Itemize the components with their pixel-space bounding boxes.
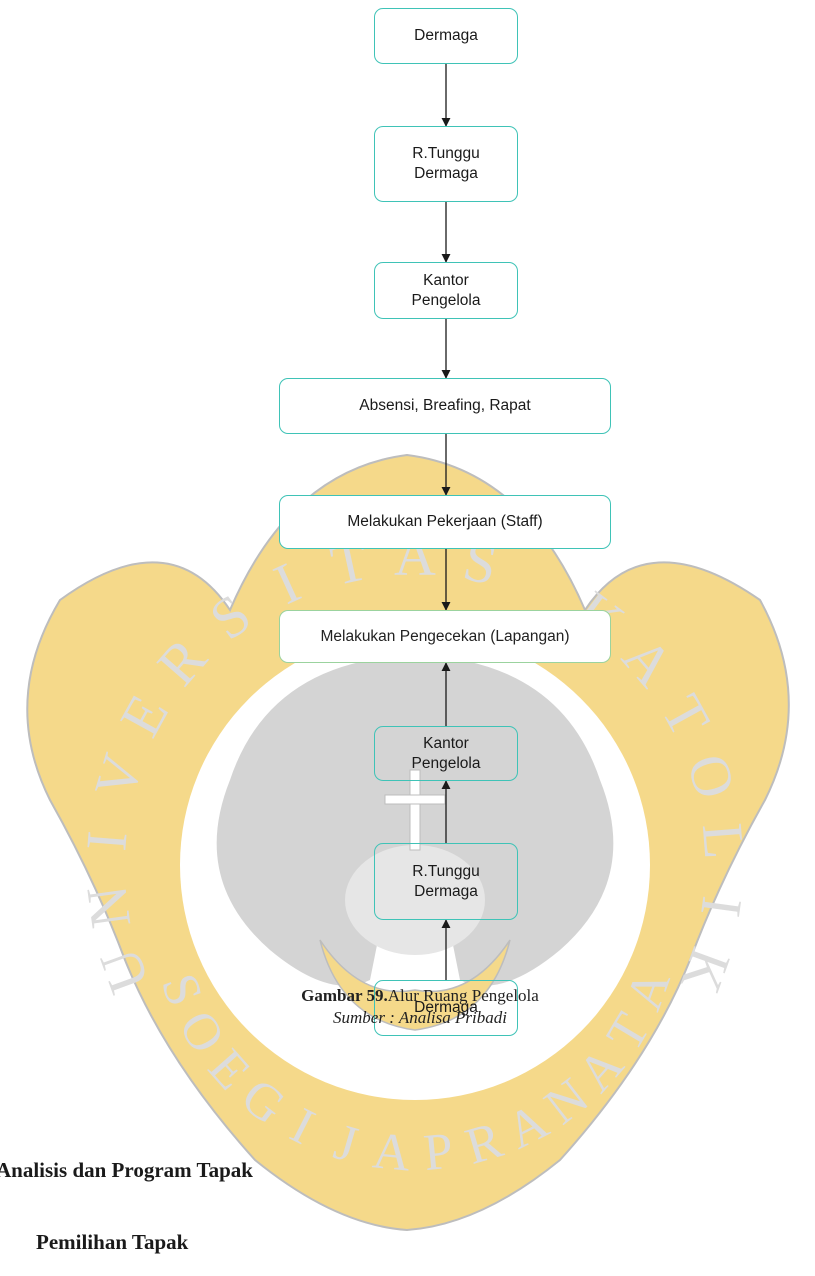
node-ruang-tunggu-dermaga-bottom: R.Tunggu Dermaga <box>374 843 518 920</box>
seal-ribbons <box>319 939 511 1031</box>
seal-letter: N <box>73 882 143 932</box>
seal-cross-vertical <box>409 769 421 851</box>
node-dermaga-top: Dermaga <box>374 8 518 64</box>
figure-number: Gambar 59. <box>301 986 388 1005</box>
node-absensi-breafing-rapat: Absensi, Breafing, Rapat <box>279 378 611 434</box>
seal-cross-horizontal <box>384 794 446 805</box>
section-heading: Analisis dan Program Tapak <box>0 1158 253 1182</box>
seal-letter: P <box>421 1123 455 1182</box>
figure-source: Sumber : Analisa Pribadi <box>333 1008 507 1027</box>
node-melakukan-pengecekan: Melakukan Pengecekan (Lapangan) <box>279 610 611 663</box>
node-dermaga-bottom: Dermaga <box>374 980 518 1036</box>
node-ruang-tunggu-dermaga-top: R.Tunggu Dermaga <box>374 126 518 202</box>
seal-letter: L <box>690 821 758 861</box>
node-kantor-pengelola-bottom: Kantor Pengelola <box>374 726 518 781</box>
subsection-heading: Pemilihan Tapak <box>36 1230 189 1254</box>
node-melakukan-pekerjaan: Melakukan Pekerjaan (Staff) <box>279 495 611 549</box>
figure-title: Alur Ruang Pengelola <box>387 986 539 1005</box>
figure-caption: Gambar 59.Alur Ruang Pengelola <box>190 986 650 1006</box>
node-kantor-pengelola-top: Kantor Pengelola <box>374 262 518 319</box>
seal-letter: A <box>370 1122 413 1182</box>
